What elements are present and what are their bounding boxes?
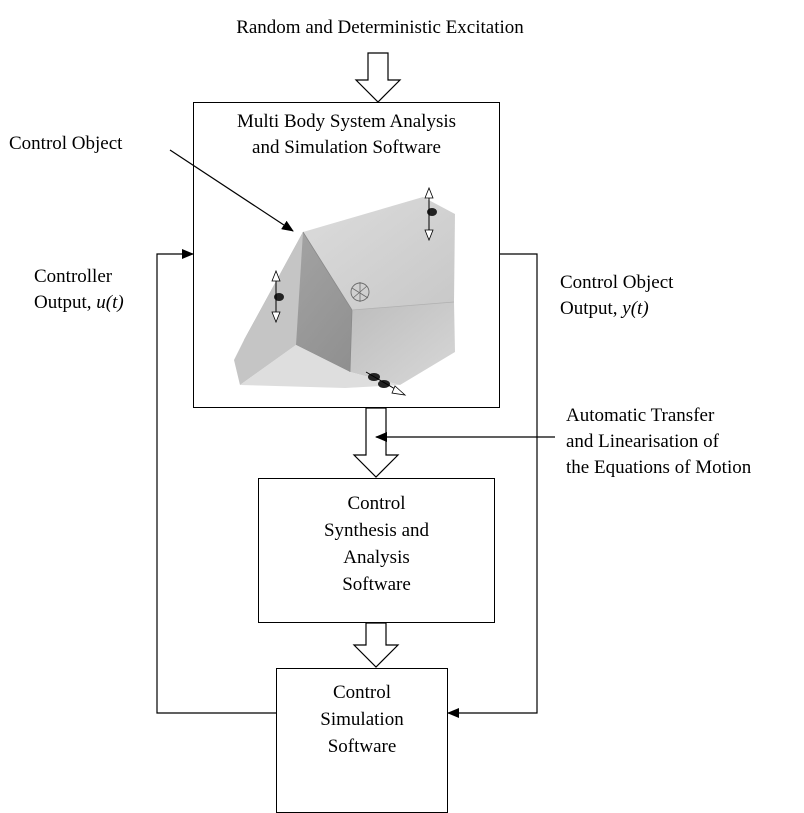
simulation-box-line1: Control xyxy=(332,682,392,703)
simulation-box-line3: Software xyxy=(327,736,397,757)
controller-output-wire xyxy=(156,249,276,714)
excitation-label: Random and Deterministic Excitation xyxy=(236,17,524,38)
control-object-output-wire xyxy=(447,253,538,718)
mbs-to-synthesis-block-arrow xyxy=(352,407,400,478)
control-object-output-prefix: Output, xyxy=(560,298,623,319)
controller-output-label-line1: Controller xyxy=(34,266,113,287)
simulation-box-line2: Simulation xyxy=(320,709,404,730)
control-simulation-box: Control Simulation Software xyxy=(276,668,448,813)
controller-output-symbol: u(t) xyxy=(96,292,124,313)
transfer-label-line1: Automatic Transfer xyxy=(566,405,715,426)
controller-output-prefix: Output, xyxy=(34,292,97,313)
control-object-output-label-line2: Output, y(t) xyxy=(560,296,649,322)
mbs-box-title-line1: Multi Body System Analysis xyxy=(236,111,457,132)
control-object-label: Control Object xyxy=(9,133,123,154)
control-object-output-symbol: y(t) xyxy=(622,298,649,319)
synthesis-to-simulation-block-arrow xyxy=(352,622,400,668)
vehicle-illustration xyxy=(234,186,455,396)
synthesis-box-line2: Synthesis and xyxy=(323,520,430,541)
mbs-software-box: Multi Body System Analysis and Simulatio… xyxy=(193,102,500,408)
controller-output-label-line2: Output, u(t) xyxy=(34,290,124,316)
synthesis-box-line3: Analysis xyxy=(343,547,410,568)
control-synthesis-box: Control Synthesis and Analysis Software xyxy=(258,478,495,623)
control-object-output-label-line1: Control Object xyxy=(560,272,674,293)
transfer-label-line3: the Equations of Motion xyxy=(566,457,752,478)
synthesis-box-line1: Control xyxy=(347,493,406,514)
synthesis-box-line4: Software xyxy=(342,574,411,595)
control-object-pointer-line xyxy=(169,149,294,232)
transfer-label-line2: and Linearisation of xyxy=(566,431,720,452)
mbs-box-title-line2: and Simulation Software xyxy=(252,137,441,158)
excitation-block-arrow xyxy=(354,52,402,103)
